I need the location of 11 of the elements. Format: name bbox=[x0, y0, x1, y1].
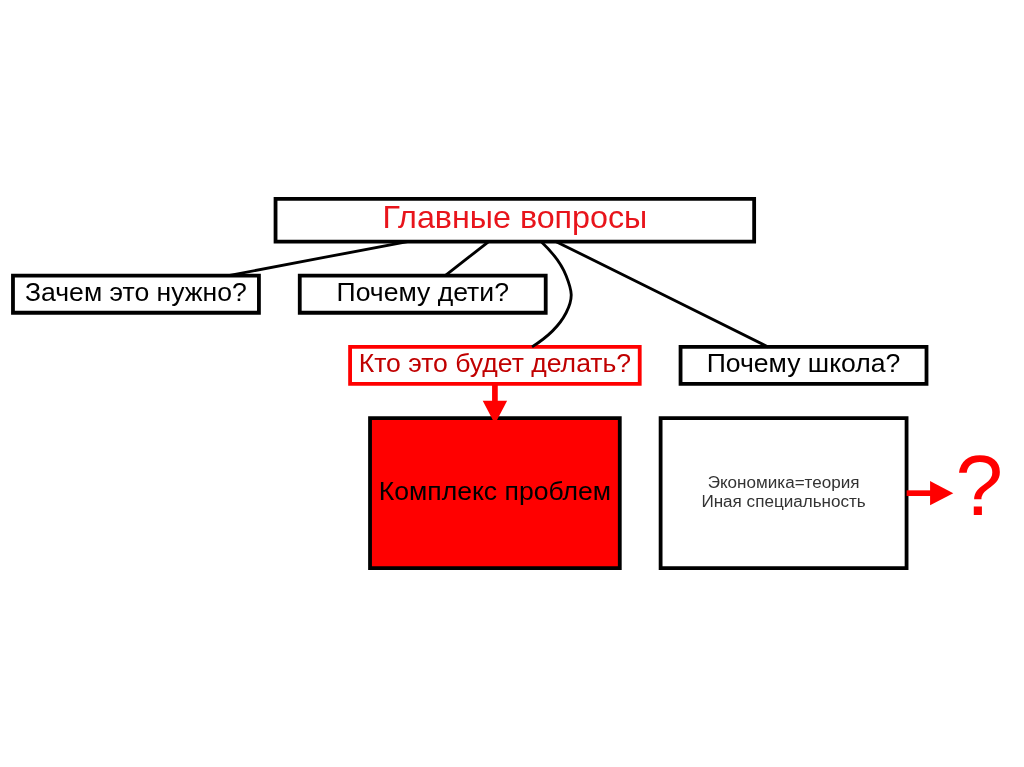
connector bbox=[444, 240, 490, 277]
arrow bbox=[906, 481, 954, 506]
node-box: Почему дети? bbox=[297, 273, 548, 315]
node-box: Почему школа? bbox=[678, 345, 929, 386]
node-box: Экономика=теория Иная специальность bbox=[658, 416, 909, 571]
node-text: ? bbox=[955, 437, 1003, 533]
node-box: Главные вопросы bbox=[273, 196, 757, 244]
node-box: Кто это будет делать? bbox=[348, 345, 642, 386]
connector bbox=[531, 240, 573, 349]
node-box: Комплекс проблем bbox=[368, 416, 622, 571]
node-box: Зачем это нужно? bbox=[11, 273, 261, 315]
